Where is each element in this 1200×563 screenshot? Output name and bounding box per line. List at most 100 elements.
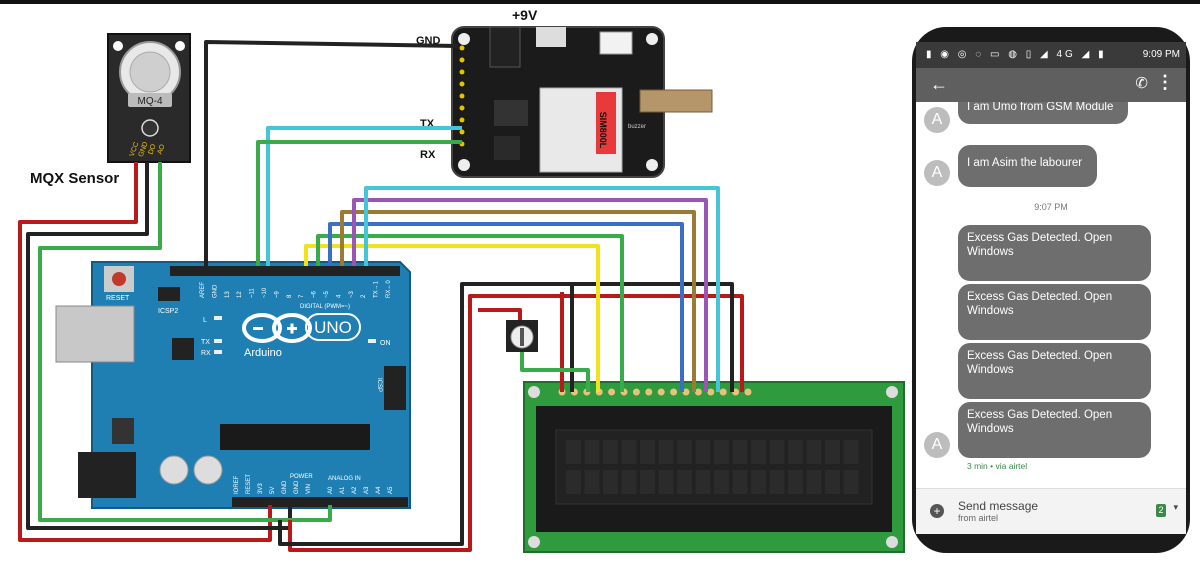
- lcd-cell: [658, 470, 674, 494]
- wire-gsm-gnd: [204, 40, 459, 266]
- led-rx-label: RX: [201, 350, 211, 357]
- lcd-cell: [677, 440, 692, 464]
- lcd-pin: [744, 388, 752, 396]
- top-border: [0, 0, 1200, 4]
- pin-label: IOREF: [234, 475, 240, 494]
- add-attachment-icon[interactable]: +: [930, 504, 944, 518]
- sensor-pin-ao: AO: [157, 143, 167, 155]
- lcd-pin: [694, 388, 702, 396]
- lcd-pin: [670, 388, 678, 396]
- lcd-cell: [769, 440, 785, 464]
- arduino-model-label: UNO: [314, 318, 352, 337]
- antenna-connector: [639, 89, 713, 113]
- status-time: 9:09 PM: [1142, 49, 1180, 60]
- lcd-cell: [788, 440, 803, 464]
- gsm-chip-label: SIM800L: [598, 112, 608, 149]
- lcd-cell: [621, 470, 637, 494]
- compose-from: from airtel: [958, 513, 999, 523]
- lcd-cell: [843, 470, 859, 494]
- reset-label: RESET: [106, 295, 130, 302]
- power-header-label: POWER: [290, 474, 313, 480]
- pin-label: ~9: [274, 290, 280, 298]
- lcd-cell: [584, 470, 600, 494]
- pin-label: A4: [376, 486, 382, 494]
- avatar: A: [924, 432, 950, 458]
- lcd-cell: [714, 470, 729, 494]
- pin-label: AREF: [200, 282, 206, 298]
- pin-label: TX→1: [374, 280, 380, 298]
- pin-label: ~5: [324, 290, 330, 298]
- mount-hole: [113, 41, 123, 51]
- wire-gsm-rx: [256, 140, 462, 266]
- lcd-pin: [608, 388, 616, 396]
- lcd-cell: [788, 470, 803, 494]
- phone-screen: ▮ ◉ ◎ ◌ ▭ ◍ ▯ ◢ 4G ◢ ▮ 9:09 PM ← ✆ ⋮ A I…: [916, 42, 1186, 534]
- lcd-cell: [677, 470, 692, 494]
- wire-gsm-tx: [266, 126, 462, 266]
- atmega-chip: [220, 424, 370, 450]
- lcd-cell: [769, 470, 785, 494]
- chevron-down-icon[interactable]: ▾: [1173, 502, 1178, 512]
- circuit-diagram: MQ-4 VCC GND DO AO MQX Sensor SIM800L bu…: [18, 7, 905, 553]
- pin-label: 4: [336, 294, 342, 298]
- pin-label: 8: [287, 294, 293, 298]
- avatar: A: [924, 107, 950, 133]
- gsm-buzzer-label: buzzer: [628, 124, 646, 130]
- message-bubble-outgoing[interactable]: Excess Gas Detected. Open Windows: [958, 343, 1151, 399]
- pin-label: GND: [212, 284, 218, 298]
- message-bubble-outgoing[interactable]: Excess Gas Detected. Open Windows: [958, 284, 1151, 340]
- wire-sensor-vcc: [18, 162, 272, 542]
- lcd-cell: [640, 440, 655, 464]
- lcd-cell: [806, 440, 822, 464]
- sensor-pin-vcc: VCC: [129, 141, 141, 157]
- lcd-cell: [695, 470, 711, 494]
- led-l-label: L: [203, 317, 207, 324]
- wire-pot-vcc: [478, 308, 522, 320]
- analog-header: [324, 497, 408, 507]
- arduino-brand-label: Arduino: [244, 347, 282, 359]
- sensor-caption: MQX Sensor: [30, 170, 119, 187]
- message-bubble-outgoing[interactable]: Excess Gas Detected. Open Windows: [958, 225, 1151, 281]
- more-vert-icon[interactable]: ⋮: [1156, 72, 1174, 92]
- message-timestamp: 9:07 PM: [1034, 202, 1068, 212]
- wire-lcd-gnd: [278, 282, 734, 546]
- message-bubble-incoming[interactable]: I am Asim the labourer: [958, 145, 1097, 187]
- lcd-cell: [695, 440, 711, 464]
- compose-input[interactable]: Send message: [958, 499, 1039, 513]
- pin-label: GND: [282, 480, 288, 494]
- lcd-pin: [719, 388, 727, 396]
- sim-selector-icon[interactable]: 2: [1156, 504, 1166, 517]
- potentiometer: [506, 320, 538, 352]
- pin-label: RX←0: [386, 280, 392, 298]
- wire-lcd-d6: [352, 198, 708, 392]
- status-icons: ▮ ◉ ◎ ◌ ▭ ◍ ▯ ◢ 4G ◢ ▮: [926, 49, 1107, 60]
- message-list[interactable]: A I am Umo from GSM Module A I am Asim t…: [916, 102, 1186, 488]
- arduino-uno-board: RESET ICSP2 ICSP UNO Arduino L TX RX ON …: [55, 261, 411, 509]
- message-meta: 3 min • via airtel: [967, 461, 1028, 471]
- sensor-model-label: MQ-4: [138, 96, 163, 107]
- lcd-cell: [825, 440, 840, 464]
- pin-label: A1: [340, 486, 346, 494]
- wire-lcd-d4: [328, 222, 684, 392]
- message-bubble-outgoing[interactable]: Excess Gas Detected. Open Windows: [958, 402, 1151, 458]
- wire-lcd-d7: [364, 186, 720, 392]
- pin-label: 2: [361, 294, 367, 298]
- lcd-cell: [640, 470, 655, 494]
- lcd-cell: [843, 440, 859, 464]
- pin-label: A0: [328, 486, 334, 494]
- pin-label: RESET: [246, 474, 252, 494]
- phone-call-icon[interactable]: ✆: [1135, 75, 1148, 92]
- lcd-cell: [806, 470, 822, 494]
- pin-label: GND: [294, 480, 300, 494]
- lcd-pin: [682, 388, 690, 396]
- reset-button: [112, 272, 126, 286]
- message-bubble-incoming[interactable]: I am Umo from GSM Module: [958, 102, 1128, 124]
- back-arrow-icon[interactable]: ←: [930, 74, 948, 94]
- pin-label: 7: [299, 294, 305, 298]
- wire-sensor-ao: [38, 162, 332, 522]
- lcd-pin: [657, 388, 665, 396]
- pin-label: A2: [352, 486, 358, 494]
- pin-label: ~11: [250, 288, 256, 298]
- led-on-label: ON: [380, 340, 391, 347]
